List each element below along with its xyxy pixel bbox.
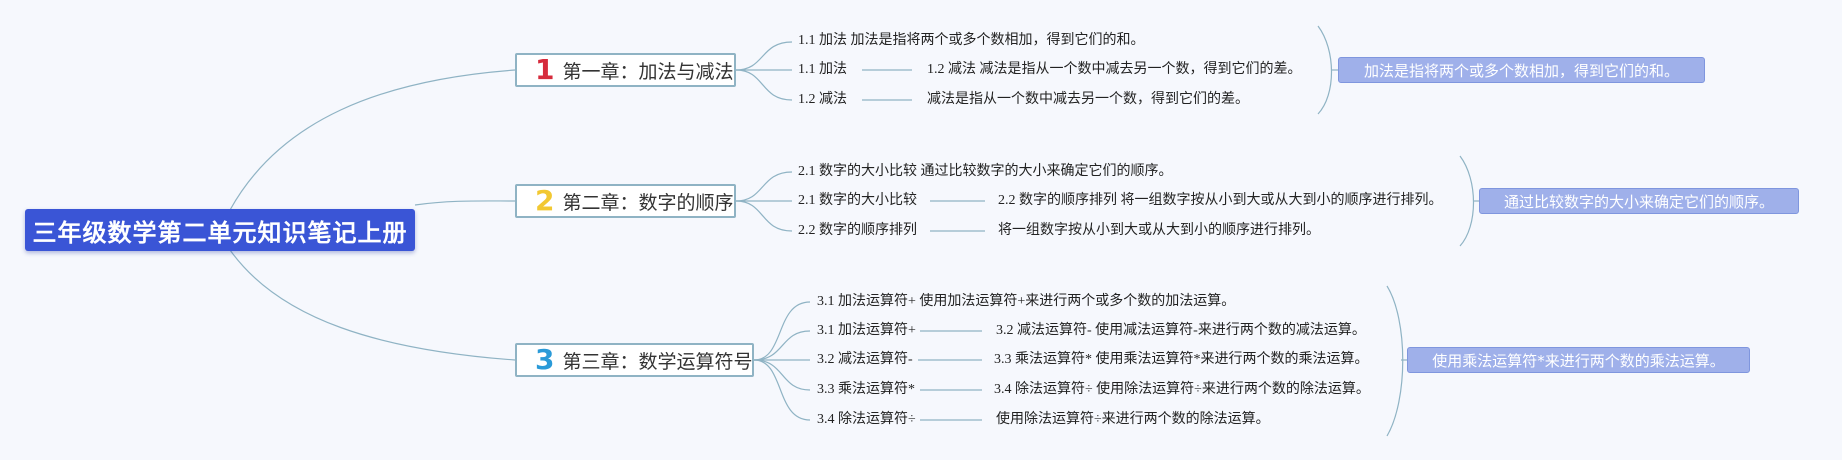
- ch2-branch-1: [735, 171, 793, 202]
- chapter-3-summary-text: 使用乘法运算符*来进行两个数的乘法运算。: [1432, 351, 1725, 370]
- ch3-row-3-detail[interactable]: 3.3 乘法运算符* 使用乘法运算符*来进行两个数的乘法运算。: [994, 352, 1369, 367]
- ch3-row-5-label[interactable]: 3.4 除法运算符÷: [817, 412, 916, 427]
- ch1-row-2-label[interactable]: 1.1 加法: [798, 62, 847, 77]
- chapter-3-summary[interactable]: 使用乘法运算符*来进行两个数的乘法运算。: [1407, 347, 1750, 373]
- ch2-row-3-detail[interactable]: 将一组数字按从小到大或从大到小的顺序进行排列。: [998, 223, 1320, 238]
- chapter-3-node[interactable]: 3 第三章：数学运算符号: [515, 343, 754, 377]
- ch3-row-1-text[interactable]: 3.1 加法运算符+ 使用加法运算符+来进行两个或多个数的加法运算。: [817, 294, 1236, 309]
- ch3-row-2-detail[interactable]: 3.2 减法运算符- 使用减法运算符-来进行两个数的减法运算。: [996, 323, 1366, 338]
- ch3-branch-5: [753, 359, 811, 421]
- chapter-2-node[interactable]: 2 第二章：数字的顺序: [515, 184, 736, 218]
- root-to-chapter-2-line: [414, 200, 516, 206]
- chapter-1-node[interactable]: 1 第一章：加法与减法: [515, 53, 736, 87]
- ch2-row-2-label[interactable]: 2.1 数字的大小比较: [798, 193, 917, 208]
- root-to-chapter-1-line: [229, 69, 516, 211]
- ch3-row-5-detail[interactable]: 使用除法运算符÷来进行两个数的除法运算。: [996, 412, 1270, 427]
- ch1-row-3-detail[interactable]: 减法是指从一个数中减去另一个数，得到它们的差。: [927, 92, 1249, 107]
- root-to-chapter-3-line: [229, 249, 516, 361]
- ch3-row-2-label[interactable]: 3.1 加法运算符+: [817, 323, 916, 338]
- chapter-2-title: 第二章：数字的顺序: [562, 191, 734, 214]
- ch1-branch-3: [735, 69, 793, 101]
- chapter-1-title: 第一章：加法与减法: [562, 60, 734, 83]
- chapter-2-summary[interactable]: 通过比较数字的大小来确定它们的顺序。: [1479, 188, 1799, 214]
- ch1-row-1-text[interactable]: 1.1 加法 加法是指将两个或多个数相加，得到它们的和。: [798, 33, 1145, 48]
- ch1-branch-1: [735, 41, 793, 71]
- chapter-3-title: 第三章：数学运算符号: [562, 350, 753, 373]
- ch2-row-3-label[interactable]: 2.2 数字的顺序排列: [798, 223, 917, 238]
- root-topic[interactable]: 三年级数学第二单元知识笔记上册: [25, 209, 415, 251]
- ch3-branch-4: [753, 359, 811, 391]
- ch2-summary-brace: [1459, 155, 1474, 247]
- root-title: 三年级数学第二单元知识笔记上册: [32, 218, 408, 247]
- ch1-row-2-detail[interactable]: 1.2 减法 减法是指从一个数中减去另一个数，得到它们的差。: [927, 62, 1302, 77]
- ch3-row-4-label[interactable]: 3.3 乘法运算符*: [817, 382, 915, 397]
- chapter-1-summary-text: 加法是指将两个或多个数相加，得到它们的和。: [1363, 61, 1679, 80]
- ch3-branch-1: [753, 301, 811, 361]
- chapter-1-summary[interactable]: 加法是指将两个或多个数相加，得到它们的和。: [1338, 57, 1705, 83]
- ch3-branch-2: [753, 330, 811, 361]
- number-2-icon: 2: [535, 184, 555, 217]
- ch1-row-3-label[interactable]: 1.2 减法: [798, 92, 847, 107]
- number-3-icon: 3: [535, 343, 555, 376]
- ch3-summary-brace: [1386, 285, 1404, 437]
- ch2-row-2-detail[interactable]: 2.2 数字的顺序排列 将一组数字按从小到大或从大到小的顺序进行排列。: [998, 193, 1443, 208]
- ch2-row-1-text[interactable]: 2.1 数字的大小比较 通过比较数字的大小来确定它们的顺序。: [798, 164, 1173, 179]
- ch3-row-4-detail[interactable]: 3.4 除法运算符÷ 使用除法运算符÷来进行两个数的除法运算。: [994, 382, 1370, 397]
- ch2-branch-3: [735, 200, 793, 232]
- ch3-row-3-label[interactable]: 3.2 减法运算符-: [817, 352, 913, 367]
- ch1-summary-brace: [1317, 25, 1332, 115]
- number-1-icon: 1: [535, 53, 555, 86]
- chapter-2-summary-text: 通过比较数字的大小来确定它们的顺序。: [1503, 192, 1774, 211]
